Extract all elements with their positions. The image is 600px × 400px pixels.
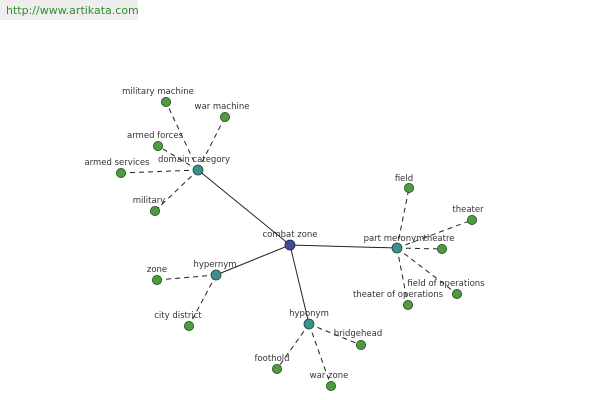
- graph-nodes: [116, 97, 477, 391]
- leaf-label-war-zone: war zone: [310, 371, 349, 381]
- edge-center-hyponym: [289, 244, 310, 325]
- center-label-combat-zone: combat zone: [262, 230, 317, 240]
- edge-hyponym-foothold: [276, 323, 310, 370]
- relation-node-part-meronym[interactable]: [391, 242, 403, 254]
- edge-domain-military-machine: [165, 101, 199, 171]
- edge-center-domain: [197, 169, 291, 246]
- relation-label-hypernym: hypernym: [193, 260, 236, 270]
- leaf-node-field[interactable]: [403, 182, 414, 193]
- leaf-label-military: military: [133, 196, 165, 206]
- leaf-label-zone: zone: [147, 265, 167, 275]
- edge-meronym-field-of-operations: [396, 247, 458, 295]
- edge-hypernym-city-district: [188, 274, 217, 327]
- leaf-node-armed-services[interactable]: [116, 167, 127, 178]
- relation-node-hypernym[interactable]: [210, 269, 222, 281]
- center-node-combat-zone[interactable]: [284, 239, 296, 251]
- leaf-label-armed-forces: armed forces: [127, 131, 184, 141]
- leaf-node-foothold[interactable]: [271, 363, 282, 374]
- relation-node-domain-category[interactable]: [192, 164, 204, 176]
- relation-label-hyponym: hyponym: [289, 309, 329, 319]
- relation-label-part-meronym: part meronym: [364, 234, 425, 244]
- edge-hyponym-bridgehead: [308, 323, 362, 346]
- edge-meronym-field: [396, 187, 410, 249]
- edge-meronym-theater-of-operations: [396, 247, 409, 306]
- leaf-label-bridgehead: bridgehead: [334, 329, 383, 339]
- leaf-node-bridgehead[interactable]: [355, 339, 366, 350]
- leaf-label-military-machine: military machine: [122, 87, 194, 97]
- leaf-node-military[interactable]: [149, 205, 160, 216]
- leaf-node-war-zone[interactable]: [325, 380, 336, 391]
- edge-center-hypernym: [215, 244, 291, 276]
- leaf-label-theater-of-operations: theater of operations: [353, 290, 444, 300]
- url-banner: http://www.artikata.com: [0, 0, 139, 20]
- leaf-node-field-of-operations[interactable]: [451, 288, 462, 299]
- leaf-node-theatre[interactable]: [436, 243, 447, 254]
- edge-hypernym-zone: [156, 274, 217, 281]
- leaf-label-armed-services: armed services: [84, 158, 150, 168]
- edge-domain-war-machine: [197, 116, 226, 171]
- leaf-label-city-district: city district: [154, 311, 202, 321]
- edge-domain-armed-services: [120, 169, 199, 174]
- leaf-node-city-district[interactable]: [183, 320, 194, 331]
- graph-edges: [120, 101, 473, 387]
- leaf-node-military-machine[interactable]: [160, 97, 171, 108]
- leaf-label-foothold: foothold: [254, 354, 289, 364]
- edge-meronym-theatre: [396, 247, 443, 250]
- leaf-label-theater: theater: [452, 205, 484, 215]
- graph-labels: combat zone domain category part meronym hy…: [84, 87, 485, 381]
- relation-label-domain-category: domain category: [158, 155, 230, 165]
- edge-meronym-theater: [396, 219, 473, 249]
- leaf-node-theater-of-operations[interactable]: [402, 299, 413, 310]
- leaf-label-war-machine: war machine: [195, 102, 250, 112]
- leaf-node-zone[interactable]: [151, 274, 162, 285]
- leaf-node-theater[interactable]: [466, 214, 477, 225]
- site-url-link[interactable]: http://www.artikata.com: [6, 4, 139, 17]
- relation-node-hyponym[interactable]: [303, 318, 315, 330]
- edge-center-meronym: [289, 244, 398, 249]
- leaf-node-war-machine[interactable]: [219, 112, 230, 123]
- edge-domain-military: [154, 169, 199, 212]
- leaf-label-field: field: [395, 174, 413, 184]
- leaf-label-field-of-operations: field of operations: [407, 279, 485, 289]
- edge-domain-armed-forces: [157, 145, 199, 171]
- leaf-node-armed-forces[interactable]: [152, 140, 163, 151]
- edge-hyponym-war-zone: [308, 323, 332, 387]
- leaf-label-theatre: theatre: [423, 234, 454, 244]
